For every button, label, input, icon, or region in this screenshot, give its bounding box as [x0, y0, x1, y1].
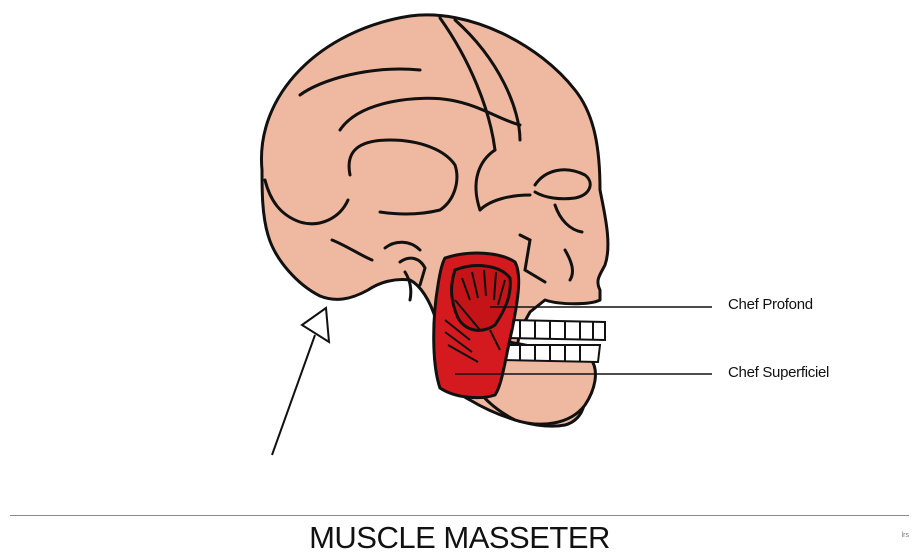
divider	[10, 515, 909, 516]
label-deep-head: Chef Profond	[728, 296, 813, 313]
arrow	[272, 308, 329, 455]
corner-mark: lrs	[902, 532, 909, 539]
diagram-title: MUSCLE MASSETER	[0, 520, 919, 556]
label-superficial-head: Chef Superficiel	[728, 364, 829, 381]
teeth	[505, 320, 605, 362]
arrow-head	[302, 308, 329, 342]
